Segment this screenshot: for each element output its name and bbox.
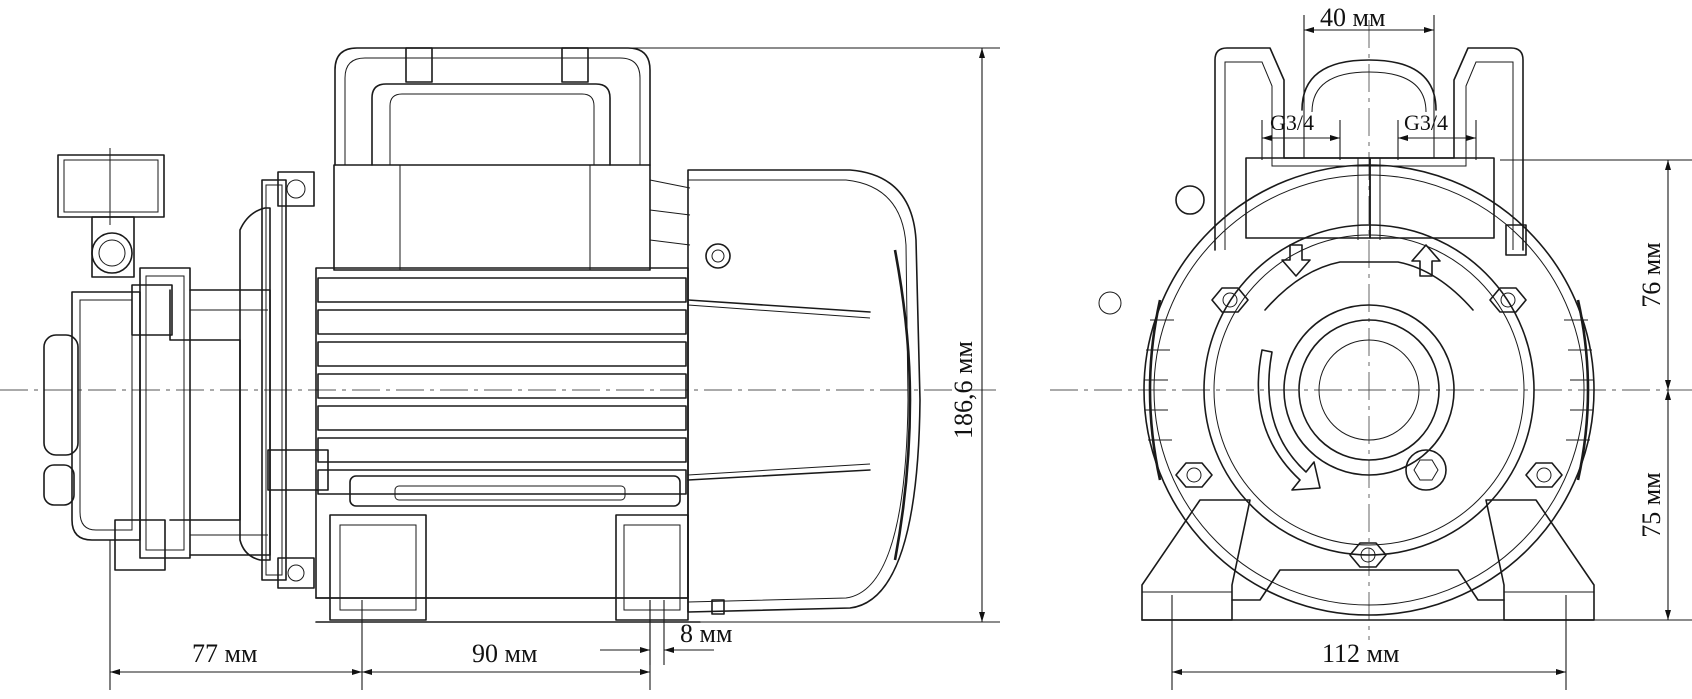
motor-body	[315, 267, 689, 599]
front-housing	[1143, 164, 1595, 616]
dim-upper-height-label: 76 мм	[1637, 242, 1666, 307]
dim-inlet-length-label: 77 мм	[192, 639, 257, 668]
inflow-arrow-icon	[1281, 244, 1311, 277]
bolt-bottom-right	[1525, 462, 1563, 488]
dim-lower-height-label: 75 мм	[1637, 472, 1666, 537]
dim-foot-length-label: 90 мм	[472, 639, 537, 668]
adapter-bracket	[169, 171, 329, 589]
bolt-top-right	[1489, 287, 1527, 313]
volute-cover	[1203, 224, 1535, 556]
inlet-nipple	[57, 148, 165, 278]
port-housing	[1214, 47, 1524, 277]
bolt-top-left	[1211, 287, 1249, 313]
dim-base-width-label: 112 мм	[1322, 639, 1399, 668]
outflow-arrow-icon	[1411, 244, 1441, 277]
dim-total-height: 186,6 мм	[598, 47, 1000, 623]
thread-inlet-label: G3/4	[1270, 110, 1314, 135]
motor-feet	[315, 514, 701, 623]
bolt-bottom-center	[1349, 542, 1387, 568]
terminal-box	[333, 47, 691, 271]
dim-foot-gap-label: 8 мм	[680, 619, 732, 648]
front-view: 40 мм G3/4 G3/4 76 мм 75 мм	[1050, 3, 1692, 690]
dim-total-height-label: 186,6 мм	[949, 341, 978, 439]
reference-circle	[1098, 291, 1122, 315]
dim-port-spacing-label: 40 мм	[1320, 3, 1385, 32]
side-view: 77 мм 90 мм 8 мм 186,6 мм	[0, 47, 1000, 690]
cooling-fins	[317, 277, 687, 495]
dim-foot-gap: 8 мм	[600, 600, 732, 665]
motor-end-cover	[687, 169, 921, 615]
rotation-arrow-icon	[1257, 349, 1321, 491]
front-base	[1141, 499, 1595, 621]
dim-thread-outlet: G3/4	[1397, 110, 1477, 160]
dim-thread-inlet: G3/4	[1261, 110, 1341, 160]
drain-plug	[1405, 449, 1447, 491]
dim-port-spacing: 40 мм	[1303, 3, 1435, 158]
dim-base-width: 112 мм	[1171, 595, 1567, 690]
pump-head	[43, 267, 191, 571]
dim-inlet-length: 77 мм	[109, 540, 363, 690]
front-bolts	[1175, 287, 1563, 568]
bolt-bottom-left	[1175, 462, 1213, 488]
front-fin-ribs	[1145, 319, 1593, 441]
dim-vertical-split: 76 мм 75 мм	[1500, 159, 1692, 621]
thread-outlet-label: G3/4	[1404, 110, 1448, 135]
dim-foot-length: 90 мм	[362, 600, 651, 690]
